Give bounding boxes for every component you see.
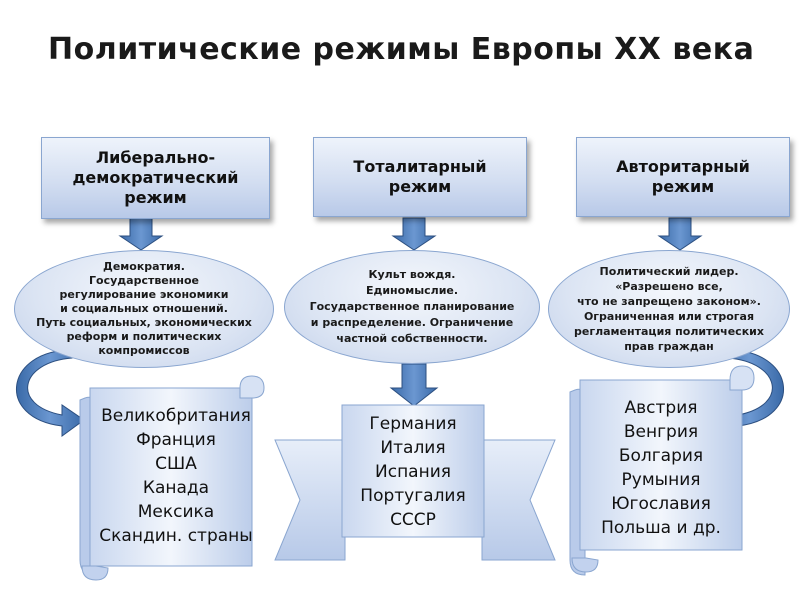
scroll-right (569, 365, 755, 576)
countries-authoritarian: Австрия Венгрия Болгария Румыния Югослав… (601, 398, 721, 538)
countries-totalitarian: Германия Италия Испания Португалия СССР (360, 414, 466, 530)
scroll-left (79, 375, 265, 581)
header-totalitarian: Тоталитарный режим (313, 137, 527, 217)
features-liberal-democratic: Демократия. Государственное регулировани… (14, 250, 274, 368)
down-arrow-left (118, 217, 164, 251)
countries-liberal-democratic: Великобритания Франция США Канада Мексик… (99, 406, 253, 546)
header-authoritarian: Авторитарный режим (576, 137, 790, 217)
curved-arrow-left (15, 349, 85, 437)
features-authoritarian: Политический лидер. «Разрешено все, что … (548, 250, 790, 368)
down-arrow-center (391, 217, 437, 251)
ribbon-banner (274, 404, 556, 561)
down-arrow-right (657, 217, 703, 251)
down-arrow-center-lower (389, 363, 439, 407)
features-totalitarian: Культ вождя. Единомыслие. Государственно… (284, 250, 540, 364)
header-liberal-democratic: Либерально- демократический режим (41, 137, 270, 219)
page-title: Политические режимы Европы XX века (48, 32, 755, 67)
